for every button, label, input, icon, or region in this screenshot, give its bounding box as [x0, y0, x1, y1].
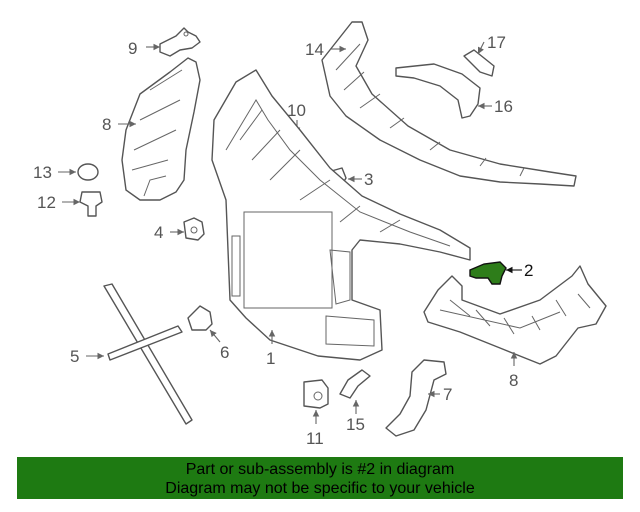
- callout-8-left: 8: [102, 115, 111, 134]
- part-15-upper-member: [321, 21, 577, 187]
- part-16-bracket: [395, 63, 492, 119]
- part-6-clip: [187, 305, 221, 343]
- callout-6: 6: [220, 343, 229, 362]
- callout-11: 11: [306, 429, 324, 448]
- callout-13: 12: [37, 193, 56, 212]
- part-4-clip: [170, 217, 205, 241]
- callout-10: 10: [287, 101, 306, 120]
- callout-8-right: 8: [509, 371, 518, 390]
- part-1-frame: [211, 69, 471, 361]
- parts-diagram: 9 8 13 12 4 10 3 14 17 16 2 8 5 6 1 7 11…: [33, 21, 607, 448]
- part-17-bracket: [463, 41, 495, 77]
- callout-15: 14: [305, 40, 324, 59]
- callout-17: 17: [487, 33, 506, 52]
- callout-2: 2: [524, 261, 533, 280]
- part-2-highlighted: [469, 261, 522, 285]
- callout-9: 9: [128, 39, 137, 58]
- part-8-right-bracket: [423, 265, 607, 366]
- callout-14: 13: [33, 163, 52, 182]
- part-7-duct: [385, 359, 447, 437]
- callout-7: 7: [443, 385, 452, 404]
- part-8-left-bracket: [118, 57, 201, 201]
- part-9-bracket: [146, 27, 201, 57]
- footer-banner: Part or sub-assembly is #2 in diagram Di…: [17, 457, 623, 499]
- footer-line-1: Part or sub-assembly is #2 in diagram: [185, 461, 455, 478]
- footer-line-2: Diagram may not be specific to your vehi…: [165, 480, 475, 497]
- callout-16: 16: [494, 97, 513, 116]
- callout-3: 3: [364, 170, 373, 189]
- callout-5: 5: [70, 347, 79, 366]
- part-14-ring: [58, 163, 99, 181]
- callout-1: 1: [266, 349, 275, 368]
- part-12-hose: [339, 369, 371, 414]
- part-5-rods: [86, 283, 193, 425]
- callout-12: 15: [346, 415, 365, 434]
- callout-4: 4: [154, 223, 163, 242]
- part-11-bracket: [303, 379, 329, 424]
- part-13-grommet: [62, 191, 103, 217]
